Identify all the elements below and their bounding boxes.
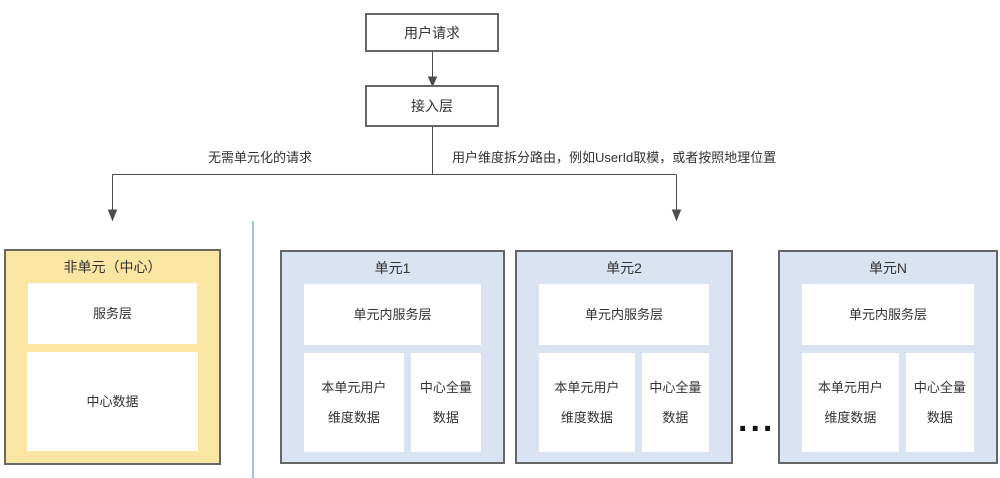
- unit-2-user-data-box: 本单元用户 维度数据: [539, 353, 635, 452]
- unit-1-user-data-box: 本单元用户 维度数据: [304, 353, 404, 452]
- unit-n-box: 单元N 单元内服务层 本单元用户 维度数据 中心全量 数据: [778, 250, 998, 464]
- unit-2-box: 单元2 单元内服务层 本单元用户 维度数据 中心全量 数据: [515, 250, 733, 464]
- units-ellipsis: ...: [738, 401, 776, 439]
- arrowhead-right-branch: [671, 209, 682, 222]
- unit-1-service-layer-box: 单元内服务层: [304, 284, 481, 345]
- center-data-box: 中心数据: [27, 352, 198, 451]
- unit-n-data-row: 本单元用户 维度数据 中心全量 数据: [802, 353, 974, 452]
- unit-n-user-data-box: 本单元用户 维度数据: [802, 353, 899, 452]
- user-request-box: 用户请求: [365, 13, 499, 52]
- left-branch-label: 无需单元化的请求: [207, 150, 312, 165]
- unit-2-title: 单元2: [606, 260, 642, 276]
- unit-1-data-row: 本单元用户 维度数据 中心全量 数据: [304, 353, 481, 452]
- center-service-layer-box: 服务层: [28, 283, 197, 344]
- arrowhead-left-branch: [107, 209, 118, 222]
- unit-n-service-layer-box: 单元内服务层: [802, 284, 974, 345]
- unit-n-title: 单元N: [868, 260, 908, 276]
- access-layer-box: 接入层: [365, 85, 499, 127]
- unit-2-central-data-box: 中心全量 数据: [641, 353, 709, 452]
- access-layer-label: 接入层: [411, 98, 453, 114]
- user-request-label: 用户请求: [404, 24, 460, 41]
- center-unit-title: 非单元（中心）: [63, 259, 162, 275]
- unit-1-title: 单元1: [374, 260, 411, 276]
- unit-2-service-layer-box: 单元内服务层: [539, 284, 709, 345]
- center-unit-box: 非单元（中心） 服务层 中心数据: [4, 249, 221, 465]
- unit-1-central-data-box: 中心全量 数据: [410, 353, 481, 452]
- right-branch-label: 用户维度拆分路由，例如UserId取模，或者按照地理位置: [452, 150, 777, 165]
- unit-2-data-row: 本单元用户 维度数据 中心全量 数据: [539, 353, 709, 452]
- unit-n-central-data-box: 中心全量 数据: [905, 353, 974, 452]
- unit-1-box: 单元1 单元内服务层 本单元用户 维度数据 中心全量 数据: [280, 250, 505, 464]
